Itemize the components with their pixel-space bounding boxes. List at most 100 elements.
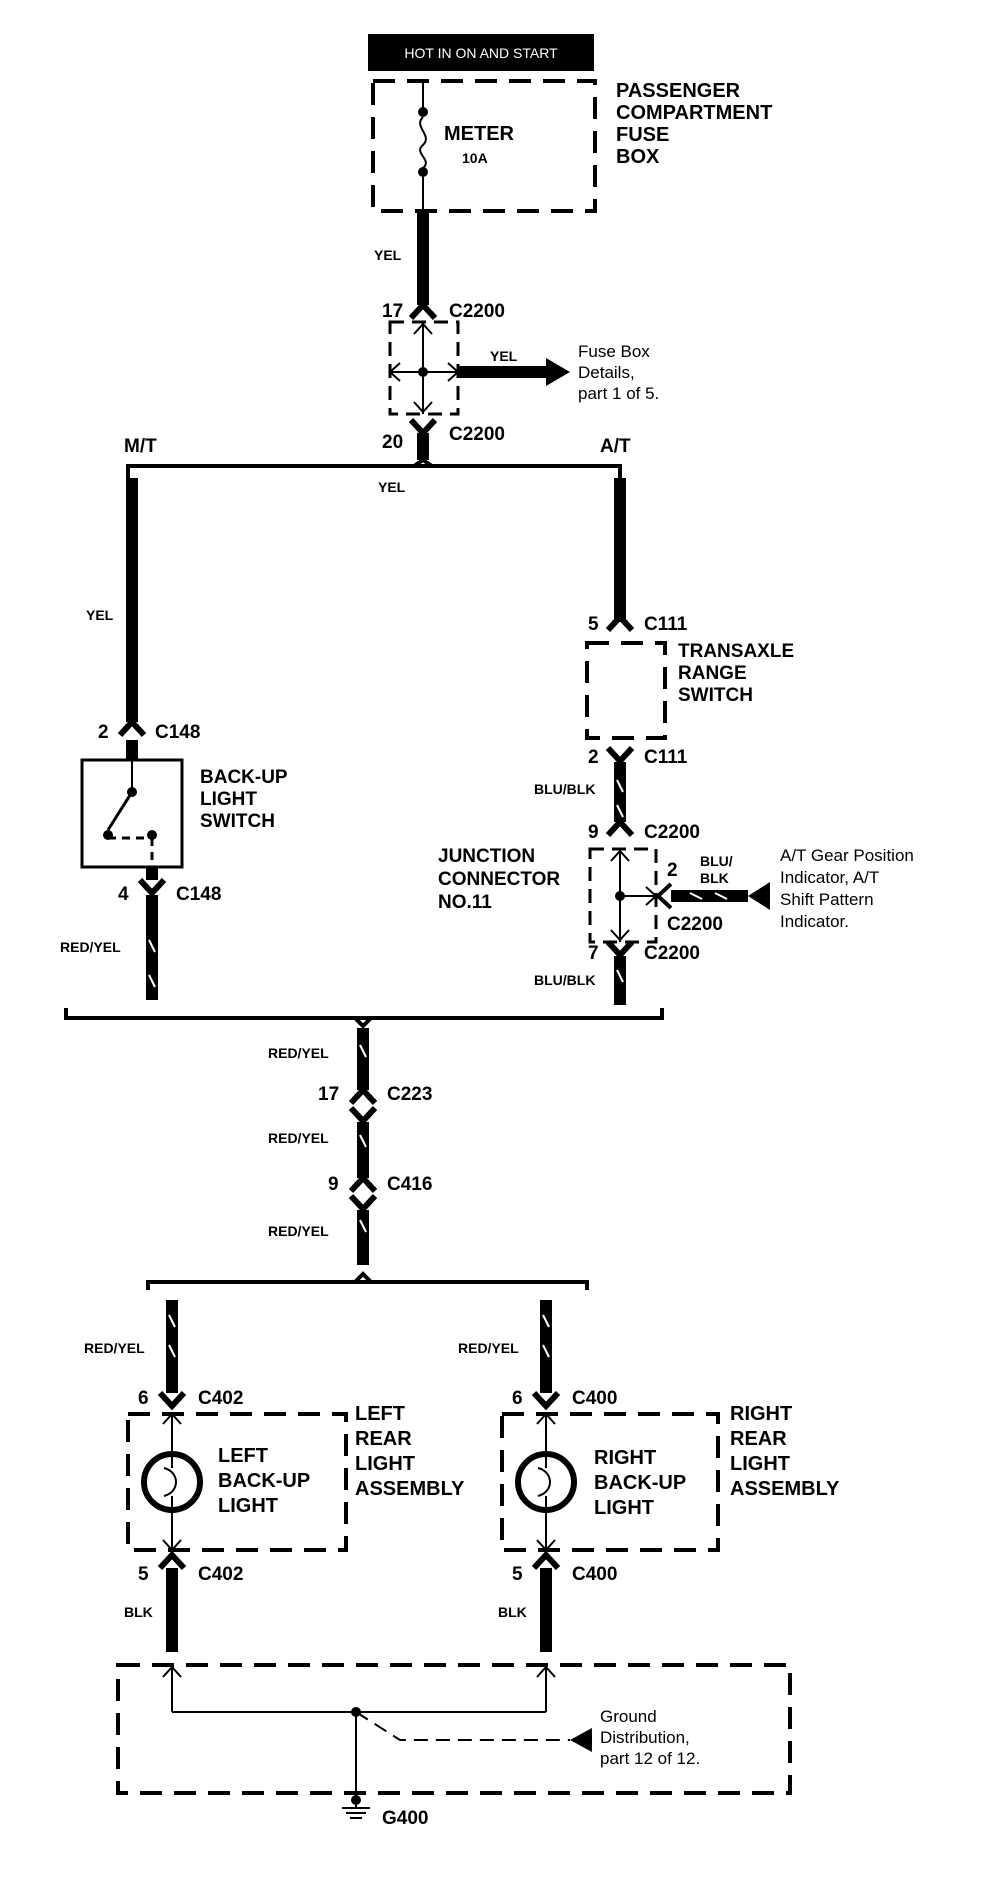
ref-gear-position-line: Indicator, A/T <box>780 868 879 887</box>
conn-c402-top: C402 <box>198 1388 243 1409</box>
conn-c400-top: C400 <box>572 1388 617 1409</box>
fuse-box: METER 10A <box>371 79 597 213</box>
wire-label-blu-blk-split: BLU/BLK <box>700 853 733 886</box>
right-light-label: RIGHT BACK-UP LIGHT <box>594 1447 686 1519</box>
ground-distribution-box <box>116 1663 792 1800</box>
conn-c111-top: C111 <box>644 614 688 635</box>
junction-label-line: NO.11 <box>438 892 492 913</box>
right-light-label-line: BACK-UP <box>594 1472 686 1494</box>
fuse-name: METER <box>444 123 515 145</box>
arrow-right-icon <box>546 358 570 386</box>
fuse-box-label-line: PASSENGER <box>616 80 741 102</box>
wire-label-blk-2: BLK <box>498 1604 527 1620</box>
right-assembly-label-line: REAR <box>730 1428 787 1450</box>
conn-c400-bottom: C400 <box>572 1564 617 1585</box>
left-assembly-label-line: LEFT <box>355 1403 405 1425</box>
ref-ground-distribution-line: Distribution, <box>600 1728 690 1747</box>
hot-label-box: HOT IN ON AND START <box>368 34 594 71</box>
arrow-left-icon-2 <box>570 1728 592 1752</box>
pin-c402-bottom: 5 <box>138 1564 149 1585</box>
junction-connector-box <box>588 847 658 944</box>
pin-c400-top: 6 <box>512 1388 523 1409</box>
fuse-box-label-line: COMPARTMENT <box>616 102 772 124</box>
ref-gear-position-line: Indicator. <box>780 912 849 931</box>
pin-c2200-top: 17 <box>382 301 403 322</box>
left-assembly-label-line: REAR <box>355 1428 412 1450</box>
ref-fuse-box-details-line: Details, <box>578 363 635 382</box>
transaxle-label-line: TRANSAXLE <box>678 641 794 662</box>
backup-switch-label-line: BACK-UP <box>200 767 288 788</box>
conn-c416: C416 <box>387 1174 432 1195</box>
pin-c402-top: 6 <box>138 1388 149 1409</box>
ref-gear-position-line: Shift Pattern <box>780 890 874 909</box>
wire-label-red-yel-6: RED/YEL <box>458 1340 519 1356</box>
wire-label-yel-2: YEL <box>490 348 518 364</box>
right-light-label-line: RIGHT <box>594 1447 656 1469</box>
wire-label-blu-blk-split-line: BLK <box>700 870 729 886</box>
fuse-box-label-line: FUSE <box>616 124 669 146</box>
left-light-label-line: BACK-UP <box>218 1470 310 1492</box>
pin-c416: 9 <box>328 1174 339 1195</box>
right-assembly-label-line: ASSEMBLY <box>730 1478 840 1500</box>
wire-label-yel-3: YEL <box>378 479 406 495</box>
ground-name: G400 <box>382 1808 428 1829</box>
wire-label-red-yel-2: RED/YEL <box>268 1045 329 1061</box>
pin-c111-bottom: 2 <box>588 747 599 768</box>
pin-c111-top: 5 <box>588 614 599 635</box>
junction-label-line: CONNECTOR <box>438 869 560 890</box>
pin-c148-bottom: 4 <box>118 884 129 905</box>
right-light-label-line: LIGHT <box>594 1497 654 1519</box>
fuse-rating: 10A <box>462 150 488 166</box>
conn-c2200-7: C2200 <box>644 943 700 964</box>
ref-ground-distribution-line: part 12 of 12. <box>600 1749 700 1768</box>
pin-c223: 17 <box>318 1084 339 1105</box>
transaxle-label-line: SWITCH <box>678 685 753 706</box>
left-light-label-line: LEFT <box>218 1445 268 1467</box>
conn-c2200-bottom: C2200 <box>449 424 505 445</box>
pin-c2200-2: 2 <box>667 860 678 881</box>
right-assembly-label-line: LIGHT <box>730 1453 790 1475</box>
pin-c2200-9: 9 <box>588 822 599 843</box>
backup-switch-label-line: SWITCH <box>200 811 275 832</box>
ref-gear-position-line: A/T Gear Position <box>780 846 914 865</box>
backup-switch-label-line: LIGHT <box>200 789 257 810</box>
arrow-left-icon <box>748 882 770 910</box>
ref-fuse-box-details-line: part 1 of 5. <box>578 384 659 403</box>
wire-label-yel-4: YEL <box>86 607 114 623</box>
wire-label-blu-blk-split-line: BLU/ <box>700 853 733 869</box>
ref-fuse-box-details-line: Fuse Box <box>578 342 650 361</box>
wire-label-red-yel-5: RED/YEL <box>84 1340 145 1356</box>
junction-label-line: JUNCTION <box>438 846 535 867</box>
conn-c148-bottom: C148 <box>176 884 221 905</box>
conn-c2200-2: C2200 <box>667 914 723 935</box>
pin-c2200-bottom: 20 <box>382 432 403 453</box>
conn-c402-bottom: C402 <box>198 1564 243 1585</box>
conn-c148-top: C148 <box>155 722 200 743</box>
left-assembly-label: LEFT REAR LIGHT ASSEMBLY <box>355 1403 465 1500</box>
wire-label-blk-1: BLK <box>124 1604 153 1620</box>
left-light-label-line: LIGHT <box>218 1495 278 1517</box>
pin-c148-top: 2 <box>98 722 109 743</box>
wire-label-red-yel-4: RED/YEL <box>268 1223 329 1239</box>
conn-c2200-top: C2200 <box>449 301 505 322</box>
wire-label-blu-blk-1: BLU/BLK <box>534 781 595 797</box>
wire-label-blu-blk-2: BLU/BLK <box>534 972 595 988</box>
right-rear-light-assembly <box>500 1412 720 1552</box>
branch-at: A/T <box>600 436 631 457</box>
ground-icon <box>342 1795 370 1819</box>
transaxle-range-switch <box>585 641 667 740</box>
conn-c111-bottom: C111 <box>644 747 688 768</box>
left-light-label: LEFT BACK-UP LIGHT <box>218 1445 310 1517</box>
fuse-icon <box>419 116 427 169</box>
pin-c400-bottom: 5 <box>512 1564 523 1585</box>
left-assembly-label-line: ASSEMBLY <box>355 1478 465 1500</box>
left-assembly-label-line: LIGHT <box>355 1453 415 1475</box>
pin-c2200-7: 7 <box>588 943 599 964</box>
